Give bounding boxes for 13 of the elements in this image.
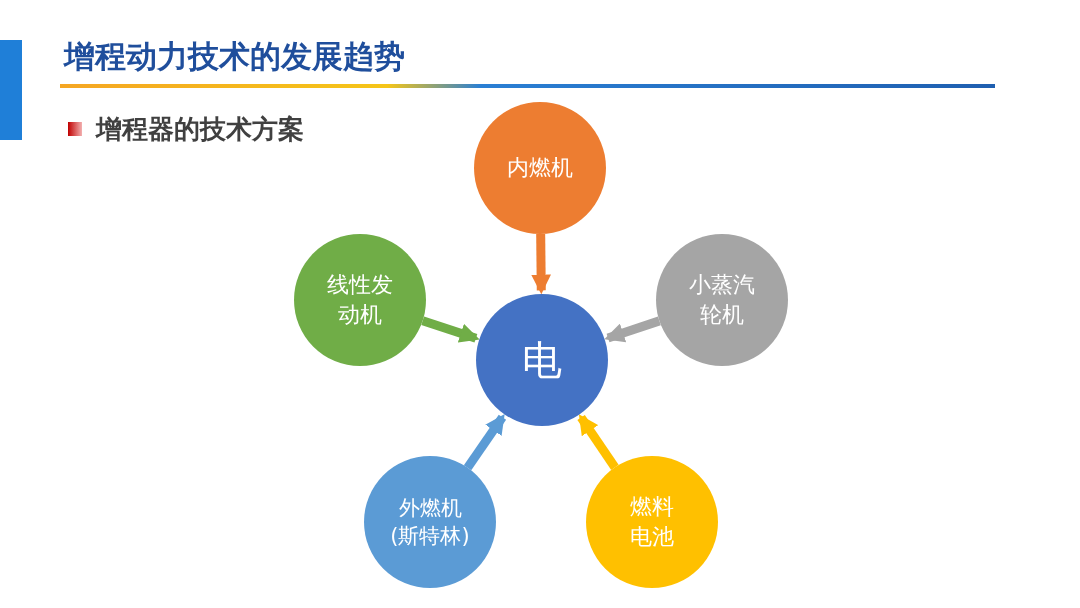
arrow: [421, 316, 480, 343]
arrow: [463, 414, 507, 471]
node-label: 电: [521, 336, 563, 385]
node-label: 外燃机(斯特林): [389, 494, 471, 550]
node-label: 小蒸汽轮机: [688, 271, 756, 329]
arrow: [577, 414, 619, 470]
node-label: 线性发动机: [326, 271, 394, 329]
node-label: 燃料电池: [629, 493, 675, 551]
section-heading: 增程器的技术方案: [96, 113, 304, 146]
node-label: 内燃机: [506, 154, 574, 183]
arrow: [531, 233, 551, 295]
slide-title: 增程动力技术的发展趋势: [64, 37, 405, 76]
arrow: [604, 316, 661, 343]
